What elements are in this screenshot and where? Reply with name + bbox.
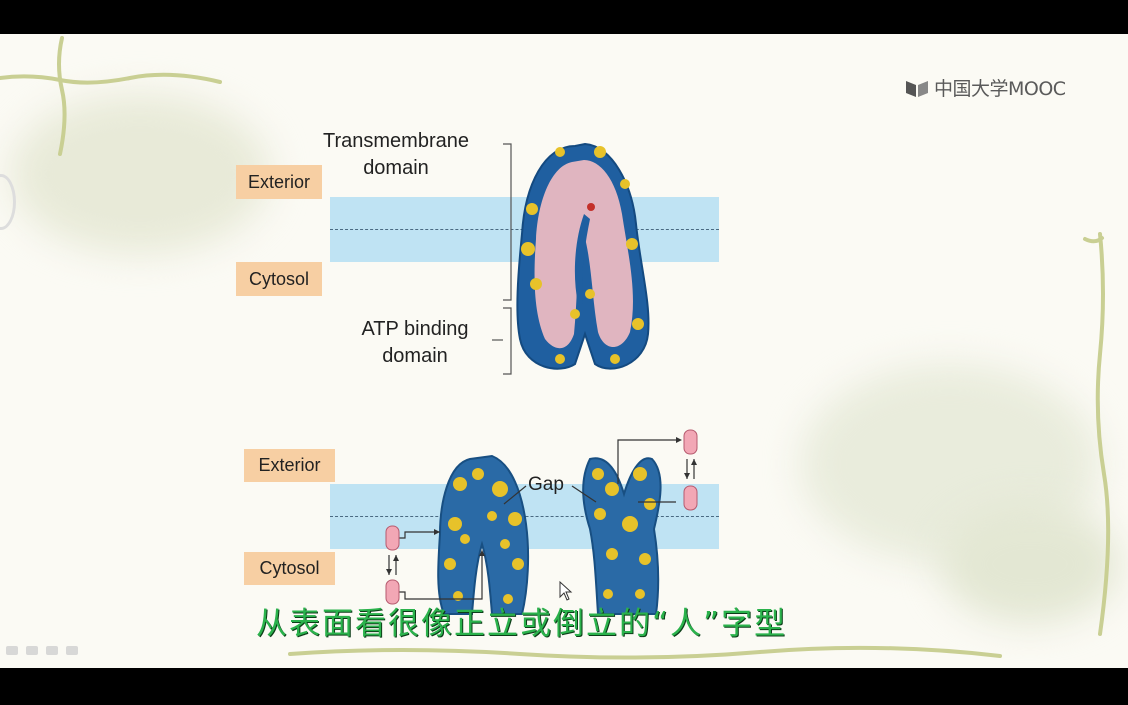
- pen-icon[interactable]: [26, 646, 38, 655]
- substrate-molecule: [385, 579, 400, 605]
- right-protein-surface: [582, 457, 662, 615]
- left-protein-yellow-patches: [444, 468, 524, 604]
- right-substrate-cycle: [617, 437, 682, 503]
- mooc-logo: 中国大学MOOC: [904, 74, 1066, 101]
- right-exchange-arrows: [684, 459, 697, 479]
- video-subtitle: 从表面看很像正立或倒立的“人”字型: [256, 606, 788, 642]
- substrate-molecule: [683, 485, 698, 511]
- background-decoration: [940, 504, 1120, 624]
- substrate-molecule: [385, 525, 400, 551]
- menu-icon[interactable]: [46, 646, 58, 655]
- domain-brackets: [492, 143, 512, 375]
- transmembrane-line1: Transmembrane: [323, 130, 469, 152]
- top-protein-diagram: [492, 142, 650, 375]
- gap-pointer-lines: [503, 485, 597, 505]
- background-decoration: [10, 94, 270, 254]
- lecture-slide: 中国大学MOOC Exterior Cytosol Transmembrane …: [0, 34, 1128, 668]
- logo-text: 中国大学MOOC: [934, 78, 1066, 100]
- top-protein-groove: [574, 203, 595, 304]
- mouse-cursor-icon: [559, 580, 573, 601]
- mooc-book-icon: [906, 80, 928, 97]
- top-protein-yellow-patches: [521, 146, 644, 364]
- atp-line2: domain: [382, 345, 448, 367]
- transmembrane-line2: domain: [363, 157, 429, 179]
- left-exchange-arrows: [386, 555, 399, 575]
- left-substrate-cycle: [399, 529, 485, 600]
- left-protein-surface: [437, 454, 530, 615]
- bottom-exterior-label: Exterior: [244, 449, 335, 482]
- video-top-bar: [0, 0, 1128, 34]
- top-exterior-label: Exterior: [236, 165, 322, 199]
- right-protein-yellow-patches: [592, 467, 656, 599]
- top-cytosol-label: Cytosol: [236, 262, 322, 296]
- bottom-protein-diagram: [385, 429, 698, 615]
- gap-label: Gap: [528, 474, 564, 495]
- top-protein-interior: [534, 160, 633, 349]
- transmembrane-domain-label: Transmembrane domain: [306, 128, 486, 182]
- video-bottom-bar: [0, 668, 1128, 705]
- next-slide-icon[interactable]: [66, 646, 78, 655]
- atp-binding-domain-label: ATP binding domain: [340, 316, 490, 370]
- vine-border-decoration: [0, 36, 1111, 660]
- atp-line1: ATP binding: [361, 318, 469, 340]
- slide-controls[interactable]: [6, 646, 78, 655]
- bottom-cytosol-label: Cytosol: [244, 552, 335, 585]
- substrate-molecule: [683, 429, 698, 455]
- prev-slide-icon[interactable]: [6, 646, 18, 655]
